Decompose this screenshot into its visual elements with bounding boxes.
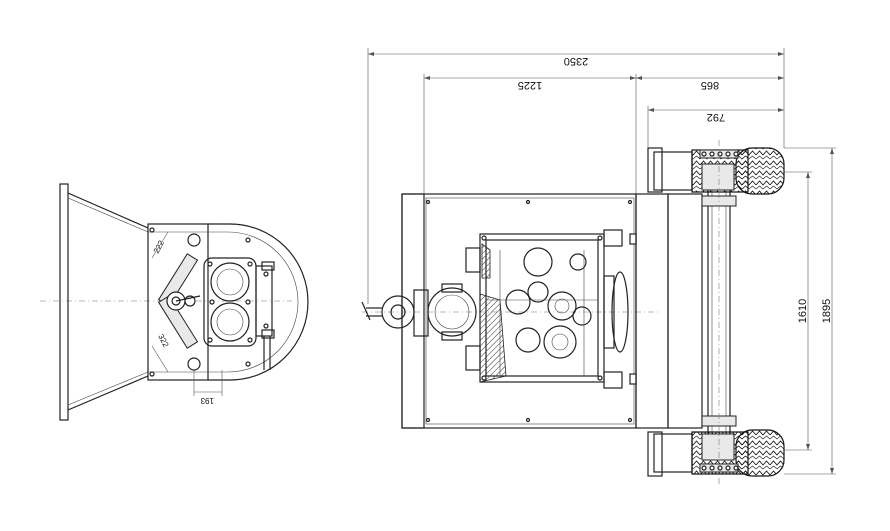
dim-lower-arm: 322 — [156, 333, 170, 349]
dim-overall-width-lines — [784, 147, 836, 475]
dim-track-width-lines — [784, 171, 812, 451]
wheel-bottom — [647, 429, 785, 477]
hopper-cone — [59, 183, 149, 421]
dim-offset-group — [193, 370, 223, 396]
hopper-housing — [147, 223, 309, 381]
dim-overall-width: 1895 — [821, 299, 833, 323]
dim-axle-section: 865 — [701, 79, 719, 91]
dim-track-width: 1610 — [797, 299, 809, 323]
dim-line-lower-arm — [151, 345, 169, 373]
wheel-top — [647, 147, 785, 195]
swing-arms — [157, 233, 201, 371]
dim-overall-length-lines — [367, 48, 785, 304]
dim-engine-section-lines — [423, 74, 637, 194]
side-view: 222 322 193 — [40, 183, 309, 421]
top-view: 2350 1225 865 792 1610 — [361, 48, 836, 486]
dim-overall-length: 2350 — [564, 55, 588, 67]
dim-engine-section: 1225 — [518, 79, 542, 91]
tow-hitch — [361, 289, 429, 337]
outlet-flange — [255, 261, 275, 370]
cylinder-ports — [203, 257, 257, 347]
dim-upper-arm: 222 — [152, 238, 166, 254]
dim-wheel-width: 792 — [707, 111, 725, 123]
dim-wheel-width-lines — [647, 106, 784, 148]
engine-block — [465, 229, 637, 389]
dim-axle-section-lines — [636, 76, 784, 80]
hydraulic-pump — [427, 283, 477, 341]
chassis-frame — [401, 193, 637, 429]
dim-line-upper-arm — [151, 231, 169, 259]
axle-housing — [635, 169, 737, 443]
dim-offset: 193 — [200, 396, 214, 405]
